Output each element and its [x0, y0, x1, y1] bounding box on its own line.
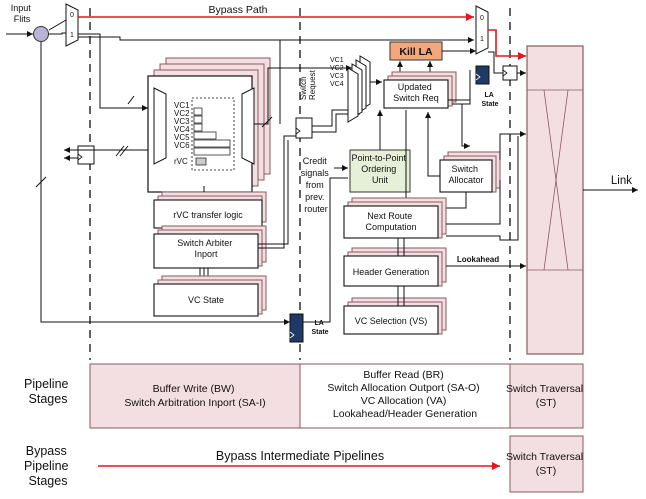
svg-text:Header Generation: Header Generation: [353, 267, 430, 277]
input-mux: 0 1: [65, 3, 79, 47]
svg-text:rVC transfer logic: rVC transfer logic: [173, 210, 243, 220]
vc-label: VC4: [174, 125, 190, 134]
svg-text:1: 1: [70, 32, 74, 39]
svg-text:Point-to-Point Ordering: Point-to-Point Ordering Unit: [351, 153, 408, 185]
bypass-path-label: Bypass Path: [209, 4, 268, 16]
vc-label: VC6: [174, 141, 190, 150]
rvc-transfer-logic: rVC transfer logic: [153, 191, 267, 229]
svg-text:1: 1: [480, 36, 484, 43]
svg-text:Next Route Computation: Next Route Computation: [365, 211, 416, 232]
vc-label: VC5: [174, 133, 190, 142]
svg-text:Switch Traversal (ST): Switch Traversal (ST): [506, 383, 586, 409]
request-vc-labels: VC1 VC2 VC3 VC4: [330, 57, 346, 88]
input-flits-label: Input Flits: [11, 3, 34, 24]
kill-la-box: Kill LA: [389, 41, 443, 61]
vc-label: VC3: [174, 117, 190, 126]
svg-text:0: 0: [70, 12, 74, 19]
updated-switch-req: Updated Switch Req: [383, 71, 457, 109]
svg-text:0: 0: [480, 15, 484, 22]
la-state-bottom: LA State: [289, 313, 329, 343]
svg-text:Switch Arbiter Inport: Switch Arbiter Inport: [177, 238, 235, 259]
svg-text:VC Selection (VS): VC Selection (VS): [355, 316, 428, 326]
link-label: Link: [611, 175, 632, 187]
vc-label: VC2: [174, 109, 190, 118]
vc-label: rVC: [174, 157, 188, 166]
svg-text:Bypass Intermediate Pipelines: Bypass Intermediate Pipelines: [216, 449, 384, 463]
vc-state: VC State: [153, 275, 267, 317]
credit-in-latch: [295, 117, 313, 139]
lookahead-label: Lookahead: [457, 255, 499, 264]
request-muxes: [347, 55, 371, 123]
input-buffer: VC1 VC2 VC3 VC4 VC5 VC6 rVC: [147, 57, 271, 193]
svg-text:Buffer Write (BW) Switch: Buffer Write (BW) Switch Arbitration Inp…: [124, 383, 265, 409]
bypass-mux: 0 1: [475, 5, 489, 55]
credit-signals-label: Credit signals from prev. router: [301, 156, 332, 214]
svg-text:LA State: LA State: [481, 92, 498, 108]
bypass-pipeline-stages: Bypass Pipeline Stages Bypass Intermedia…: [24, 435, 586, 493]
svg-text:Updated Switch Req: Updated Switch Req: [393, 82, 439, 103]
credit-out-latch: [77, 145, 95, 165]
header-generation: Header Generation: [343, 247, 447, 287]
st-latch: [502, 65, 518, 81]
pipeline-stages: Pipeline Stages Buffer Write (BW) Switch…: [24, 363, 586, 429]
la-state-top: LA State: [475, 65, 499, 108]
p2p-ordering-unit: Point-to-Point Ordering Unit: [349, 149, 411, 193]
switch-request-label: Switch Request: [299, 69, 317, 100]
svg-text:Pipeline Stages: Pipeline Stages: [24, 377, 72, 406]
crossbar-switch: [526, 45, 584, 355]
svg-text:LA State: LA State: [311, 320, 328, 336]
svg-text:Bypass Pipeline St: Bypass Pipeline Stages: [24, 444, 72, 488]
vc-label: VC1: [174, 101, 190, 110]
input-node: [33, 26, 49, 42]
svg-text:Buffer Read (BR) Switch: Buffer Read (BR) Switch Allocation Outpo…: [327, 369, 482, 420]
svg-text:Switch Traversal (ST): Switch Traversal (ST): [506, 451, 586, 477]
svg-text:Kill LA: Kill LA: [399, 46, 433, 58]
next-route-computation: Next Route Computation: [343, 197, 447, 239]
svg-text:VC State: VC State: [188, 295, 224, 305]
vc-selection: VC Selection (VS): [343, 297, 447, 335]
switch-allocator: Switch Allocator: [439, 151, 501, 193]
switch-arbiter-inport: Switch Arbiter Inport: [153, 225, 267, 269]
svg-text:Switch Allocator: Switch Allocator: [448, 164, 483, 185]
